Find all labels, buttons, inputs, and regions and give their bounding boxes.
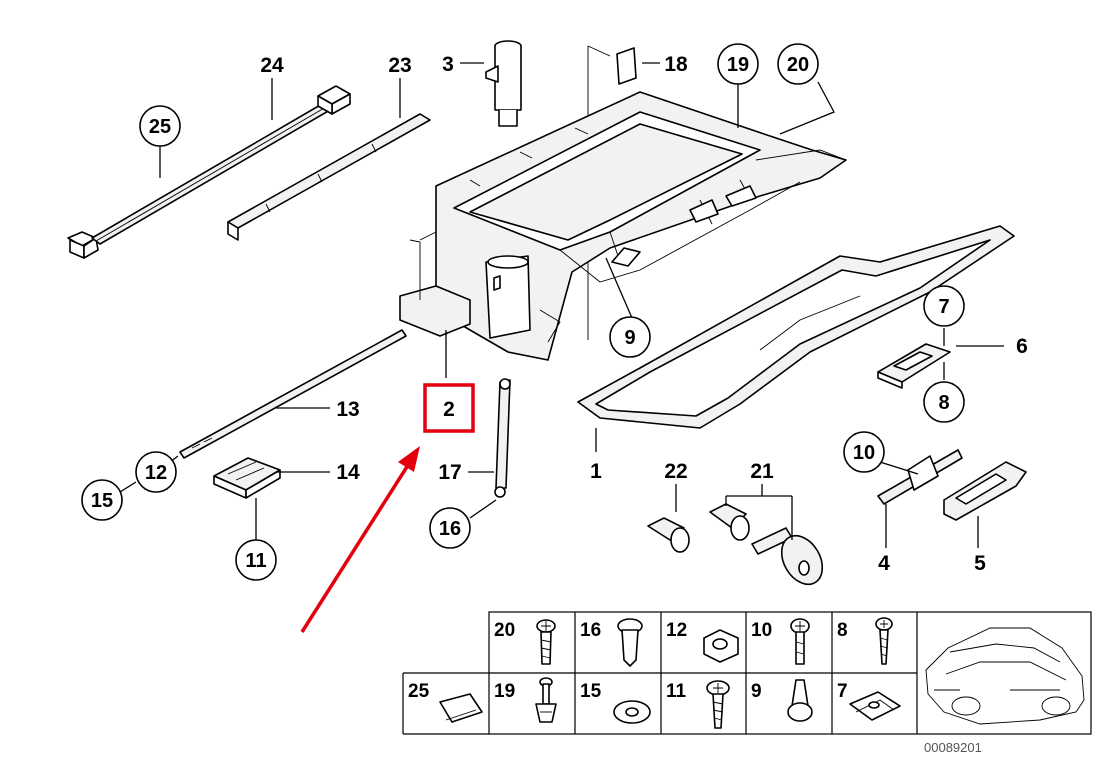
callout-18: 18 [664, 53, 688, 76]
highlight-arrow [300, 446, 420, 633]
table-label-10: 10 [751, 620, 772, 641]
bolt-icon [790, 618, 810, 665]
callout-2: 2 [443, 398, 455, 421]
clip-nut-icon [849, 691, 901, 721]
table-label-20: 20 [494, 620, 515, 641]
table-label-15: 15 [580, 681, 602, 702]
image-code: 00089201 [924, 740, 982, 755]
strap-part [494, 378, 511, 498]
callout-20: 20 [787, 54, 809, 76]
lock-part [647, 503, 824, 586]
table-label-7: 7 [837, 681, 848, 702]
callout-3: 3 [442, 53, 454, 76]
callout-5: 5 [974, 552, 986, 575]
callout-13: 13 [336, 398, 359, 421]
foam-pad-icon [439, 693, 483, 723]
callout-14: 14 [336, 461, 360, 484]
self-tapping-screw-icon [875, 617, 893, 665]
callout-22: 22 [664, 460, 687, 483]
callout-21: 21 [750, 460, 774, 483]
callout-6: 6 [1016, 335, 1028, 358]
hinge-part [877, 449, 1027, 521]
table-label-12: 12 [666, 620, 687, 641]
clip-part [616, 47, 637, 85]
callout-15: 15 [91, 490, 113, 512]
housing-part [399, 91, 847, 361]
highlight-part-2[interactable]: 2 [423, 383, 475, 433]
bumper-icon [787, 679, 813, 722]
screw-icon [536, 619, 556, 665]
callout-16: 16 [439, 518, 461, 540]
pin-part [485, 40, 522, 127]
callout-23: 23 [388, 54, 411, 77]
highlight-box [423, 383, 475, 433]
cable-part [67, 85, 351, 259]
table-label-16: 16 [580, 620, 601, 641]
clip-block-part [213, 457, 281, 499]
callout-25: 25 [149, 116, 171, 138]
fastener-table: 20 16 12 10 8 25 19 15 11 9 7 [402, 611, 1092, 735]
callout-7: 7 [938, 296, 949, 318]
table-label-19: 19 [494, 681, 515, 702]
rod-part [179, 329, 407, 459]
table-label-9: 9 [751, 681, 762, 702]
push-rivet-icon [617, 618, 643, 667]
washer-screw-icon [706, 680, 730, 729]
table-label-8: 8 [837, 620, 848, 641]
car-thumbnail [925, 627, 1085, 725]
expanding-rivet-icon [535, 677, 557, 723]
latch-part [877, 343, 951, 389]
table-label-11: 11 [666, 681, 687, 702]
washer-icon [613, 700, 651, 724]
callout-19: 19 [727, 54, 749, 76]
rail-part [227, 113, 431, 241]
callout-11: 11 [245, 550, 266, 572]
callout-circles [81, 43, 965, 581]
callout-17: 17 [438, 461, 461, 484]
callout-12: 12 [145, 462, 167, 484]
callout-8: 8 [938, 392, 949, 414]
callout-24: 24 [260, 54, 284, 77]
callout-9: 9 [624, 327, 635, 349]
lid-part [577, 225, 1015, 429]
callout-1: 1 [590, 460, 602, 483]
nut-icon [703, 629, 739, 663]
callout-4: 4 [878, 552, 890, 575]
table-label-25: 25 [408, 681, 430, 702]
callout-10: 10 [853, 442, 875, 464]
